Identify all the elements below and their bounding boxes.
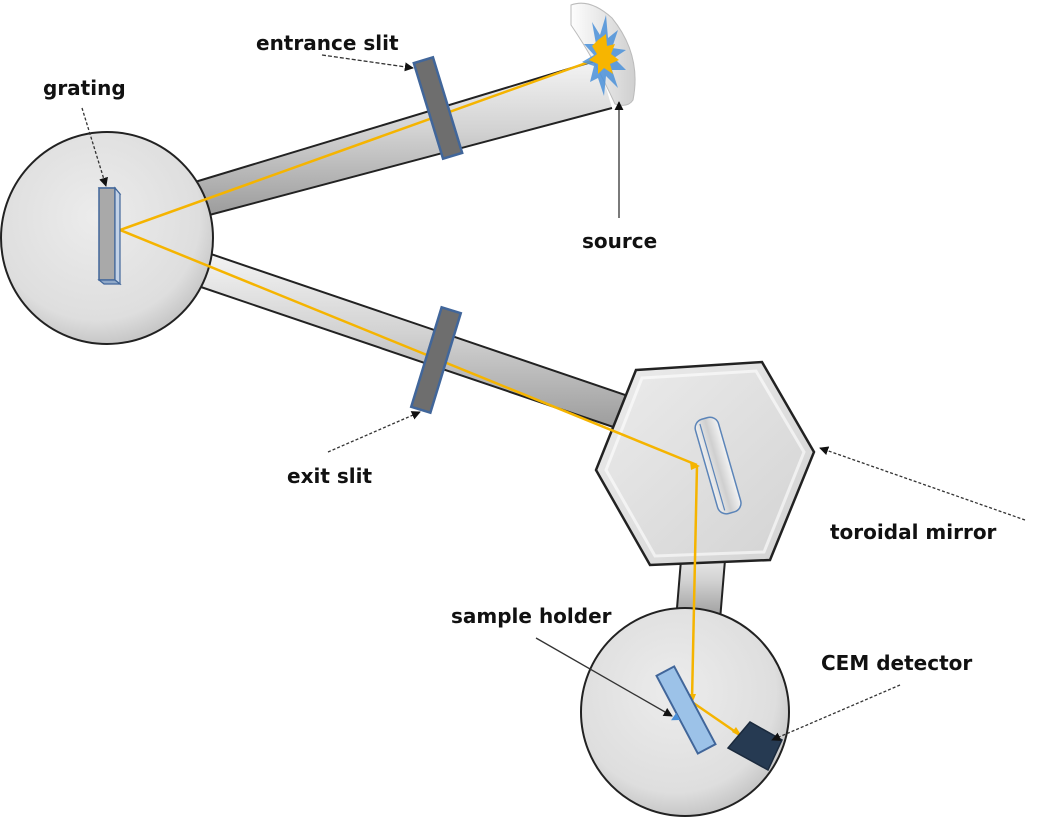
grating bbox=[97, 186, 122, 286]
entrance-slit bbox=[412, 55, 464, 161]
cem-detector-label: CEM detector bbox=[821, 651, 972, 675]
exit-slit-label: exit slit bbox=[287, 464, 372, 488]
pointer-arrows bbox=[81, 54, 1026, 741]
cem-detector bbox=[726, 721, 783, 772]
entrance-slit-label: entrance slit bbox=[256, 31, 399, 55]
exit-slit bbox=[409, 305, 463, 415]
exit-slit-pointer bbox=[327, 411, 421, 453]
entrance-slit-pointer bbox=[321, 54, 414, 72]
sample-holder-pointer bbox=[535, 637, 673, 717]
sample-holder bbox=[655, 665, 717, 755]
source-label: source bbox=[582, 229, 657, 253]
grating-pointer bbox=[81, 107, 108, 187]
toroidal-mirror-label: toroidal mirror bbox=[830, 520, 997, 544]
toroidal-mirror-pointer bbox=[819, 446, 1026, 521]
source bbox=[570, 2, 636, 106]
sample-holder-label: sample holder bbox=[451, 604, 612, 628]
grating-label: grating bbox=[43, 76, 126, 100]
toroidal-mirror bbox=[694, 416, 742, 515]
cem-detector-pointer bbox=[771, 684, 901, 741]
tube-source-to-grating bbox=[184, 59, 613, 219]
